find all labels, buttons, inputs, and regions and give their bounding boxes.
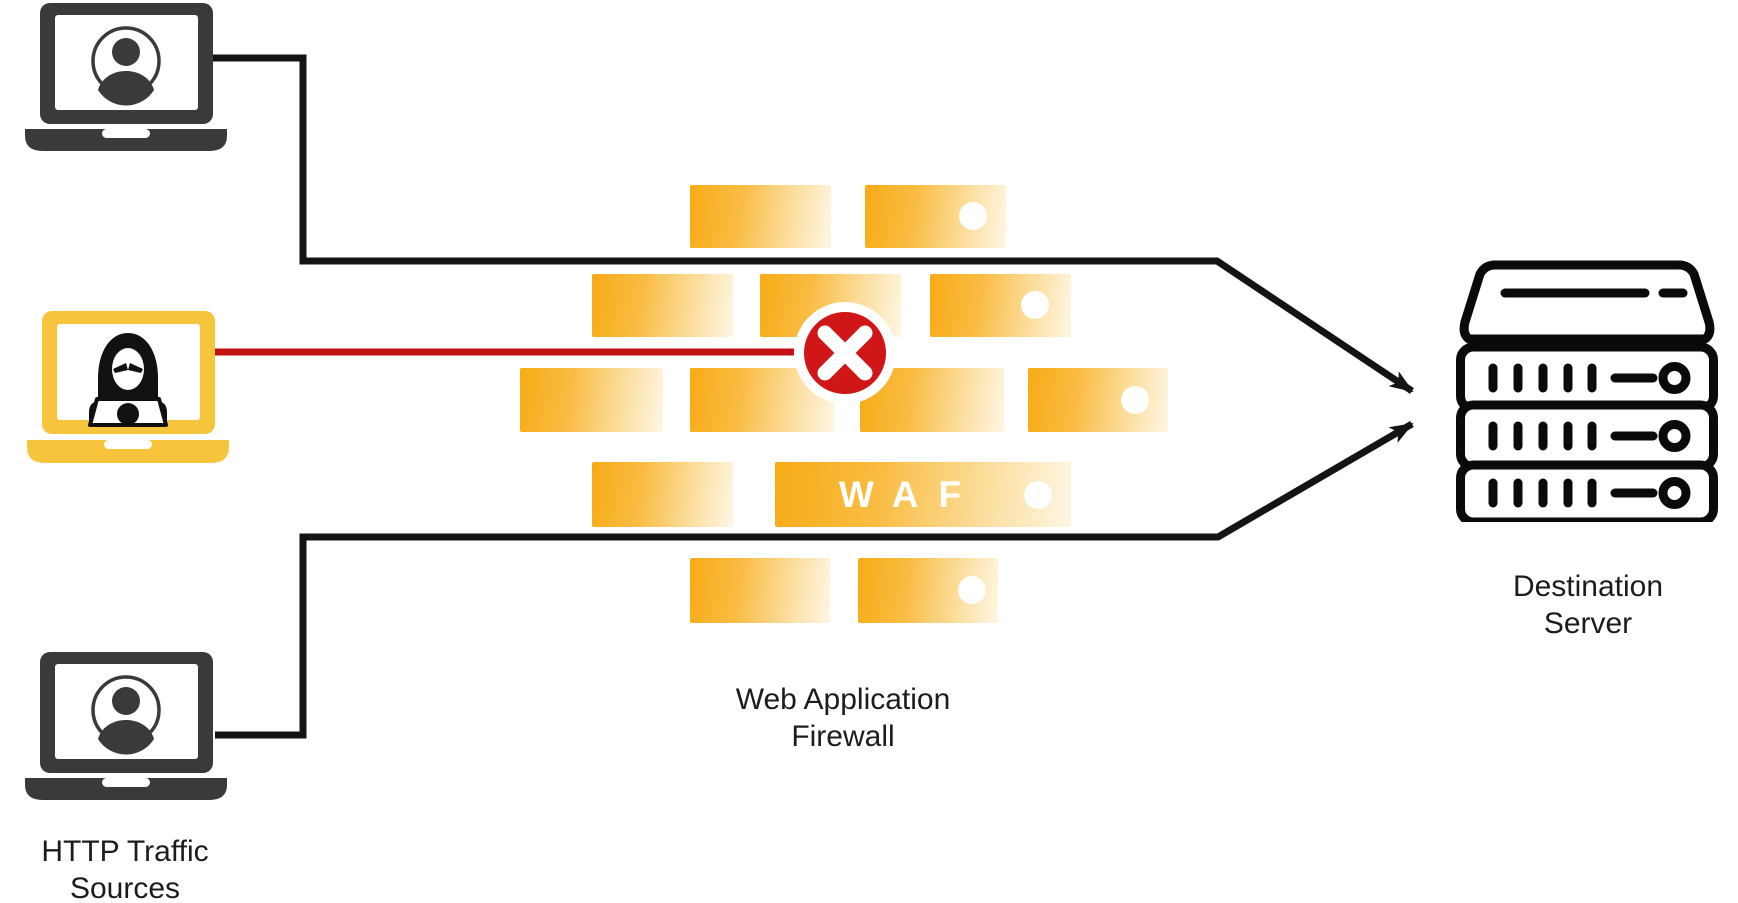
destination-label: Destination Server — [1448, 568, 1728, 642]
firewall-brick — [592, 462, 733, 527]
destination-label-line1: Destination — [1512, 570, 1664, 603]
server-rack-icon — [1456, 260, 1718, 522]
brick-dot — [959, 202, 987, 230]
firewall-brick — [520, 368, 663, 432]
brick-dot — [958, 576, 986, 604]
sources-label: HTTP Traffic Sources — [10, 833, 240, 903]
sources-label-line2: Sources — [69, 872, 181, 903]
brick-dot — [1021, 291, 1049, 319]
brick-dot — [1024, 481, 1052, 509]
waf-label-line2: Firewall — [791, 720, 895, 753]
blocked-x-icon — [794, 302, 896, 404]
laptop-user-icon — [25, 3, 227, 151]
waf-label-line1: Web Application — [735, 683, 951, 716]
sources-label-line1: HTTP Traffic — [41, 835, 209, 868]
destination-label-line2: Server — [1543, 607, 1633, 640]
waf-brick: WAF — [775, 462, 1071, 527]
firewall-brick — [690, 558, 830, 623]
waf-label: Web Application Firewall — [668, 681, 1018, 755]
waf-brick-label: WAF — [838, 474, 982, 515]
brick-dot — [1121, 386, 1149, 414]
firewall-brick — [592, 274, 733, 337]
laptop-hacker-icon — [27, 311, 229, 463]
firewall-brick — [930, 274, 1071, 337]
firewall-brick — [690, 185, 831, 248]
laptop-user-icon — [25, 652, 227, 800]
